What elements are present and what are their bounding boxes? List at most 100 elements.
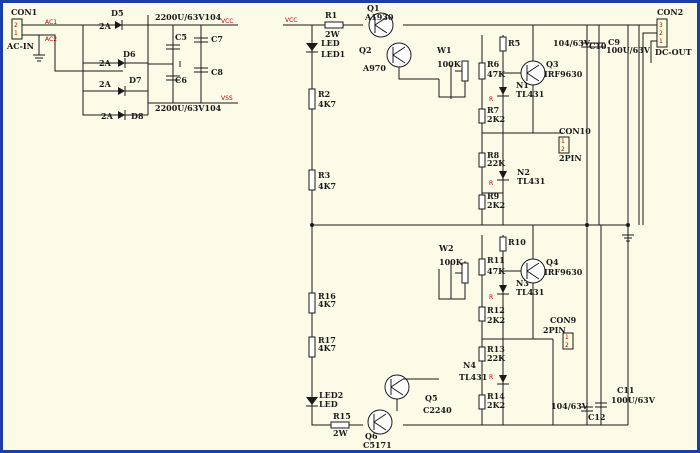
resistor-r10: R10 (499, 236, 526, 252)
upper-regulator (438, 35, 563, 225)
ac-input-section: CON1 2 1 AC-IN AC1 AC2 D5 2A D6 2A (6, 7, 149, 121)
svg-text:3: 3 (659, 22, 663, 29)
net-vss-left: VSS (221, 95, 233, 102)
capacitor-c8 (194, 67, 208, 73)
c5-label: C5 (175, 32, 187, 42)
net-vcc-left: VCC (221, 18, 233, 25)
filter-capacitors: 2200U/63V104 2200U/63V104 VCC VSS C5 C6 … (148, 12, 238, 113)
c6-label: C6 (175, 75, 187, 85)
svg-text:2A: 2A (101, 111, 114, 121)
svg-text:4K7: 4K7 (318, 181, 336, 191)
capacitor-c6 (166, 75, 180, 81)
diode-d5: D5 2A (99, 8, 148, 31)
svg-text:R12: R12 (487, 305, 505, 315)
resistor-r5: R5 (499, 36, 520, 52)
resistor-r16: R16 4K7 (308, 291, 336, 314)
svg-text:2W: 2W (333, 428, 349, 438)
svg-text:2A: 2A (99, 79, 112, 89)
svg-text:104/63V: 104/63V (551, 401, 589, 411)
diode-d7: D7 2A (99, 75, 148, 96)
svg-text:Q6: Q6 (365, 431, 378, 441)
svg-text:LED2: LED2 (319, 390, 343, 400)
svg-text:R1: R1 (325, 10, 337, 20)
wire-bridge-mid (83, 62, 103, 92)
svg-text:R3: R3 (318, 170, 331, 180)
transistor-q2: Q2 A970 (359, 42, 439, 80)
ground-symbol-left (33, 35, 45, 62)
svg-text:C11: C11 (617, 385, 635, 395)
svg-text:R8: R8 (487, 150, 500, 160)
svg-text:TL431: TL431 (517, 176, 545, 186)
transistor-q3: Q3 IRF9630 (503, 25, 583, 133)
net-ac1: AC1 (45, 19, 57, 26)
transistor-q4: Q4 IRF9630 (503, 225, 583, 339)
svg-text:47K: 47K (487, 266, 506, 276)
c7-label: C7 (211, 34, 223, 44)
regulator-n2: N2 TL431 R (489, 167, 545, 187)
con1-label: AC-IN (6, 41, 34, 51)
svg-text:LED: LED (321, 38, 340, 48)
capacitor-c10: C10 104/63V (553, 38, 607, 51)
w1-wiring (438, 65, 466, 99)
circuit-schematic: CON1 2 1 AC-IN AC1 AC2 D5 2A D6 2A (6, 3, 692, 450)
wire-bridge-left (82, 25, 148, 116)
svg-text:W1: W1 (436, 45, 452, 55)
svg-text:Q2: Q2 (359, 45, 372, 55)
lower-cross (482, 338, 554, 425)
regulator-n4: N4 TL431 R (459, 360, 509, 385)
svg-text:D6: D6 (123, 49, 136, 59)
diode-d6: D6 2A (99, 49, 148, 68)
resistor-r2: R2 4K7 (308, 88, 336, 110)
resistor-r15: R15 2W (330, 411, 351, 438)
svg-text:R14: R14 (487, 391, 505, 401)
resistor-r11: R11 47K (478, 255, 506, 276)
svg-text:Q5: Q5 (425, 393, 438, 403)
filter-cap-rating-top: 2200U/63V104 (155, 12, 222, 22)
net-ac2: AC2 (45, 36, 57, 43)
svg-text:C12: C12 (588, 412, 606, 422)
connector-con2: 3 2 1 CON2 DC-OUT (638, 7, 692, 225)
svg-text:R2: R2 (318, 89, 330, 99)
svg-text:100K: 100K (437, 59, 462, 69)
capacitor-c12: C12 104/63V (551, 401, 606, 422)
con1-pin-2: 2 (14, 22, 18, 29)
resistor-r14: R14 2K2 (478, 391, 505, 410)
svg-text:A970: A970 (362, 63, 386, 73)
svg-text:47K: 47K (487, 69, 506, 79)
svg-text:R: R (489, 294, 493, 301)
svg-text:N4: N4 (463, 360, 476, 370)
svg-text:2: 2 (561, 146, 565, 153)
svg-text:R10: R10 (508, 237, 526, 247)
resistor-r12: R12 2K2 (478, 305, 505, 325)
svg-text:LED: LED (319, 399, 338, 409)
connector-con9: 1 2 CON9 2PIN (543, 315, 577, 350)
svg-text:2: 2 (659, 30, 663, 37)
svg-text:N3: N3 (516, 278, 529, 288)
svg-text:IRF9630: IRF9630 (544, 267, 583, 277)
svg-text:4K7: 4K7 (318, 299, 336, 309)
svg-text:R6: R6 (487, 59, 500, 69)
svg-text:R11: R11 (487, 255, 505, 265)
svg-text:IRF9630: IRF9630 (544, 69, 583, 79)
svg-text:4K7: 4K7 (318, 99, 336, 109)
svg-text:1: 1 (561, 138, 565, 145)
svg-text:R9: R9 (487, 191, 500, 201)
svg-text:100K: 100K (439, 257, 464, 267)
svg-text:N2: N2 (517, 167, 530, 177)
regulator-n1: N1 TL431 R (489, 80, 544, 103)
potentiometer-w2: W2 100K (438, 243, 469, 284)
con1-ref: CON1 (11, 7, 37, 17)
resistor-r6: R6 47K (478, 59, 506, 80)
net-vcc-main: VCC (285, 17, 297, 24)
svg-text:R15: R15 (333, 411, 351, 421)
capacitor-c5 (166, 44, 180, 50)
svg-text:N1: N1 (516, 80, 529, 90)
svg-text:R16: R16 (318, 291, 336, 301)
svg-text:100U/63V: 100U/63V (611, 395, 656, 405)
potentiometer-w1: W1 100K (436, 45, 469, 82)
svg-text:104/63V: 104/63V (553, 38, 591, 48)
svg-text:A1930: A1930 (364, 12, 394, 22)
capacitor-c11: C11 100U/63V (595, 225, 656, 425)
svg-text:22K: 22K (487, 158, 506, 168)
svg-text:R: R (489, 180, 493, 187)
